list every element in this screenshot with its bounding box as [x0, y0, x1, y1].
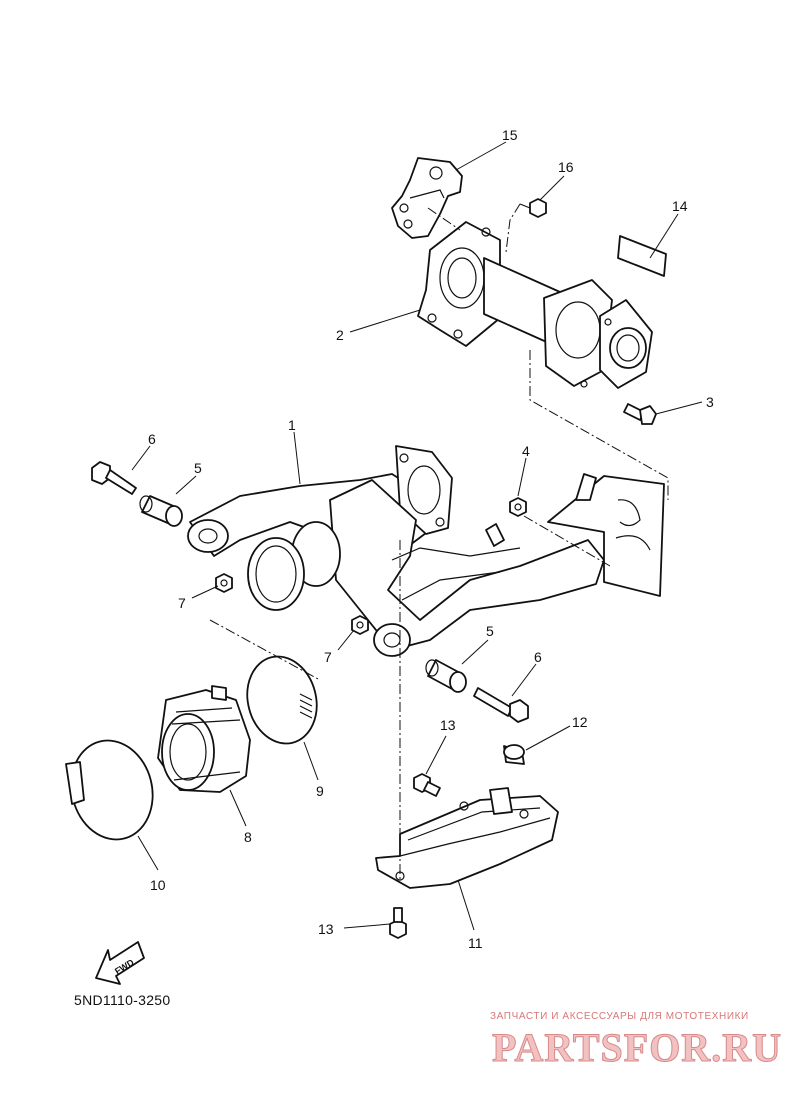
callout-5a: 5 — [194, 460, 202, 476]
watermark-tagline: ЗАПЧАСТИ И АКСЕССУАРЫ ДЛЯ МОТОТЕХНИКИ — [490, 1011, 749, 1022]
part-7-nut-left — [215, 573, 233, 593]
leader-15 — [455, 141, 507, 171]
leader-11 — [457, 879, 475, 931]
leader-6a — [131, 445, 151, 471]
leader-4 — [517, 457, 527, 497]
alignment-line-nut4 — [523, 515, 611, 567]
callout-9: 9 — [316, 783, 324, 799]
part-9-clamp-ring — [246, 655, 318, 745]
leader-12 — [525, 725, 571, 751]
callout-8: 8 — [244, 829, 252, 845]
leader-5b — [461, 639, 489, 665]
callout-10: 10 — [150, 877, 166, 893]
part-6-bolt-right — [473, 687, 529, 723]
diagram-code: 5ND1110-3250 — [74, 992, 171, 1008]
part-4-nut — [509, 497, 527, 517]
leader-8 — [229, 789, 247, 827]
leader-14 — [649, 213, 679, 259]
leader-5a — [175, 475, 197, 495]
leader-6b — [511, 663, 537, 697]
leader-13b — [343, 923, 391, 929]
alignment-line-housing — [529, 350, 669, 500]
callout-13b: 13 — [318, 921, 334, 937]
callout-11: 11 — [468, 935, 483, 951]
leader-1 — [293, 431, 301, 485]
alignment-line-bolt16 — [505, 203, 521, 253]
callout-7b: 7 — [324, 649, 332, 665]
part-5-collar-right — [425, 659, 467, 693]
callout-13a: 13 — [440, 717, 456, 733]
callout-3: 3 — [706, 394, 714, 410]
leader-7b — [337, 629, 355, 651]
callout-15: 15 — [502, 127, 518, 143]
part-13-bolt-lower — [389, 907, 407, 939]
callout-2: 2 — [336, 327, 344, 343]
part-14-label — [617, 235, 667, 277]
part-7-nut-right — [351, 615, 369, 635]
callout-12: 12 — [572, 714, 588, 730]
part-11-guard — [375, 787, 559, 889]
part-15-bracket — [391, 157, 463, 239]
part-12-bushing — [503, 744, 525, 765]
leader-16 — [539, 175, 565, 201]
leader-13a — [425, 735, 447, 775]
part-2-axle-housing — [417, 221, 653, 389]
alignment-line-seal — [209, 619, 321, 681]
part-5-collar-left — [139, 495, 183, 527]
part-3-bolt — [623, 403, 657, 425]
callout-6b: 6 — [534, 649, 542, 665]
callout-1: 1 — [288, 417, 296, 433]
callout-16: 16 — [558, 159, 574, 175]
leader-2 — [349, 309, 421, 333]
part-8-boot — [157, 685, 251, 793]
part-13-bolt-upper — [413, 773, 441, 797]
callout-6a: 6 — [148, 431, 156, 447]
alignment-line-bracket — [427, 207, 461, 231]
leader-3 — [655, 401, 703, 415]
callout-4: 4 — [522, 443, 530, 459]
fwd-arrow: FWD — [95, 941, 145, 985]
callout-14: 14 — [672, 198, 688, 214]
callout-5b: 5 — [486, 623, 494, 639]
leader-7a — [191, 585, 219, 599]
callout-7a: 7 — [178, 595, 186, 611]
leader-10 — [137, 835, 159, 871]
part-16-bolt — [519, 198, 547, 218]
watermark-logo: PARTSFOR.RU — [492, 1025, 782, 1071]
leader-9 — [303, 741, 319, 781]
part-6-bolt-left — [91, 461, 137, 495]
part-1-swingarm — [187, 445, 665, 657]
part-10-clamp — [65, 739, 154, 841]
